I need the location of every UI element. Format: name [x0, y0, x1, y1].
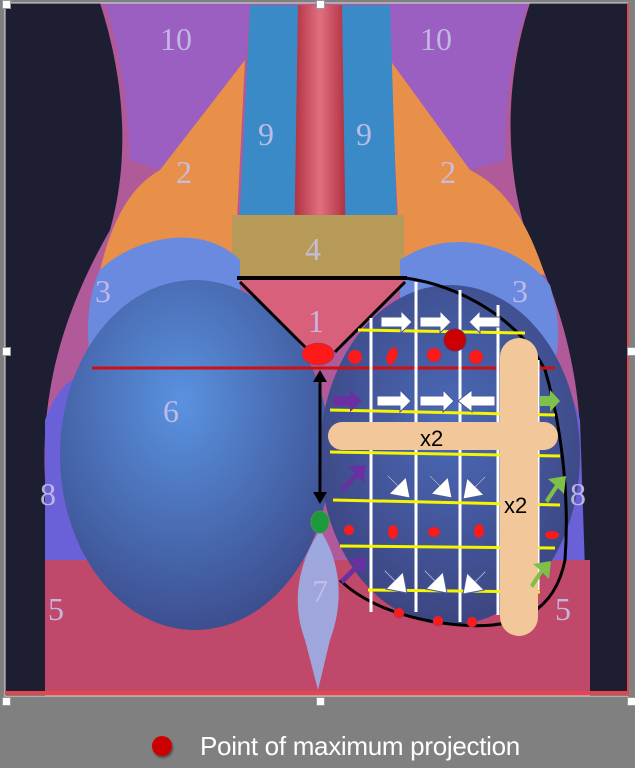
zone-label: 5 [555, 591, 571, 627]
apex-marker [301, 342, 335, 366]
resize-handle-bottom-center[interactable] [316, 697, 325, 706]
zone-4 [232, 215, 404, 277]
white-arrows-row2 [376, 388, 496, 414]
resize-handle-top-left[interactable] [2, 0, 11, 9]
zone-label: 1 [308, 303, 324, 339]
zone-label: 9 [356, 116, 372, 152]
zone-label: 3 [95, 273, 111, 309]
green-landmark-dot [310, 510, 330, 534]
zone-2-right [390, 60, 545, 275]
zone-label: 2 [440, 154, 456, 190]
zone-label: 9 [258, 116, 274, 152]
zone-label: 8 [570, 476, 586, 512]
treatment-region-outline [338, 276, 568, 628]
zone-label: 4 [305, 231, 321, 267]
white-arrows-up [383, 474, 487, 595]
zone-7-crease [297, 530, 339, 690]
zone-10-left [105, 3, 250, 170]
legend-label: Point of maximum projection [200, 730, 520, 761]
zone-label: 7 [312, 573, 328, 609]
vertical-stick [500, 338, 538, 636]
zone-label: 6 [163, 393, 179, 429]
zone-label: 10 [160, 21, 192, 57]
zone-9-left [238, 5, 300, 255]
legend: Point of maximum projection [152, 728, 520, 764]
zone-label: 2 [176, 154, 192, 190]
max-projection-legend-icon [152, 736, 172, 756]
horizontal-stick-label: x2 [420, 426, 443, 451]
zone-label: 8 [40, 476, 56, 512]
zone-label: 5 [48, 591, 64, 627]
zone-label: 10 [420, 21, 452, 57]
white-arrows-row1 [380, 309, 501, 335]
marker-dots [343, 347, 560, 628]
zone-2-left [100, 60, 245, 270]
purple-arrows [333, 390, 366, 584]
zone-10-right [390, 3, 528, 170]
zone-9-right [340, 5, 398, 255]
resize-handle-bottom-right[interactable] [627, 697, 635, 706]
resize-handle-middle-left[interactable] [2, 347, 11, 356]
resize-handle-middle-right[interactable] [627, 347, 635, 356]
vertical-stick-label: x2 [504, 493, 527, 518]
spine [294, 5, 346, 260]
max-projection-point [443, 328, 467, 352]
zone-label: 3 [512, 273, 528, 309]
resize-handle-top-center[interactable] [316, 0, 325, 9]
resize-handle-bottom-left[interactable] [2, 697, 11, 706]
green-arrows [530, 390, 566, 588]
zone-1-triangle [240, 280, 405, 362]
